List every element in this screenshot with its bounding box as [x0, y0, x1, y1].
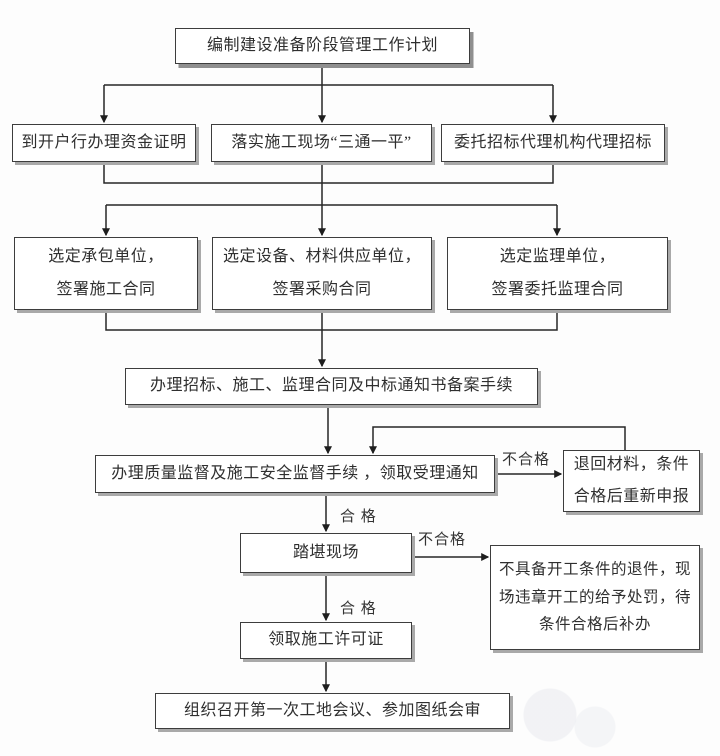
node-select-contractor: 选定承包单位， 签署施工合同 — [14, 237, 198, 310]
node-select-contractor-line2: 签署施工合同 — [56, 280, 156, 298]
edge-label-qualified-1: 合 格 — [340, 509, 377, 525]
node-select-supervisor: 选定监理单位， 签署委托监理合同 — [447, 237, 668, 310]
node-reject-punish: 不具备开工条件的退件，现 场违章开工的给予处罚，待 条件合格后补办 — [490, 545, 700, 650]
node-select-supplier-line1: 选定设备、材料供应单位， — [222, 248, 421, 266]
node-select-supplier-line2: 签署采购合同 — [272, 280, 372, 298]
node-construction-permit-label: 领取施工许可证 — [268, 631, 384, 649]
node-construction-permit: 领取施工许可证 — [240, 622, 412, 659]
node-quality-safety-supervision-label: 办理质量监督及施工安全监督手续 ，领取受理通知 — [111, 464, 479, 482]
node-first-site-meeting: 组织召开第一次工地会议、参加图纸会审 — [155, 693, 510, 729]
node-site-visit: 踏堪现场 — [240, 533, 412, 573]
node-select-contractor-line1: 选定承包单位， — [48, 248, 164, 266]
node-return-materials-line1: 退回材料，条件 — [573, 455, 690, 473]
node-plan: 编制建设准备阶段管理工作计划 — [175, 28, 470, 64]
node-return-materials: 退回材料，条件 合格后重新申报 — [563, 450, 700, 512]
edge-label-unqualified-1: 不合格 — [502, 452, 551, 468]
connector-row2-to-row3 — [102, 162, 561, 237]
node-plan-label: 编制建设准备阶段管理工作计划 — [206, 36, 438, 54]
node-quality-safety-supervision: 办理质量监督及施工安全监督手续 ，领取受理通知 — [95, 455, 495, 493]
node-bidding-agency: 委托招标代理机构代理招标 — [441, 124, 665, 162]
node-bidding-agency-label: 委托招标代理机构代理招标 — [453, 133, 652, 151]
connector-row3-to-filing — [105, 310, 558, 368]
node-fund-certificate-label: 到开户行办理资金证明 — [21, 133, 187, 151]
node-select-supervisor-line1: 选定监理单位， — [499, 248, 616, 266]
node-select-supplier: 选定设备、材料供应单位， 签署采购合同 — [212, 237, 432, 310]
node-fund-certificate: 到开户行办理资金证明 — [12, 124, 196, 162]
node-site-three-connections-label: 落实施工现场“三通一平” — [231, 133, 412, 151]
connector-return-feedback — [369, 426, 626, 455]
node-select-supervisor-line2: 签署委托监理合同 — [491, 280, 624, 298]
node-reject-punish-line3: 条件合格后补办 — [538, 616, 651, 634]
node-reject-punish-line1: 不具备开工条件的退件，现 — [498, 560, 691, 578]
node-reject-punish-line2: 场违章开工的给予处罚，待 — [498, 588, 691, 606]
node-site-visit-label: 踏堪现场 — [292, 543, 359, 561]
node-contract-filing: 办理招标、施工、监理合同及中标通知书备案手续 — [125, 368, 538, 405]
node-first-site-meeting-label: 组织召开第一次工地会议、参加图纸会审 — [183, 701, 481, 719]
node-contract-filing-label: 办理招标、施工、监理合同及中标通知书备案手续 — [149, 377, 513, 395]
connector-plan-to-row2 — [100, 64, 557, 124]
node-site-three-connections: 落实施工现场“三通一平” — [211, 124, 432, 162]
edge-label-qualified-2: 合 格 — [340, 601, 377, 617]
edge-label-unqualified-2: 不合格 — [418, 532, 467, 548]
node-return-materials-line2: 合格后重新申报 — [573, 488, 690, 505]
